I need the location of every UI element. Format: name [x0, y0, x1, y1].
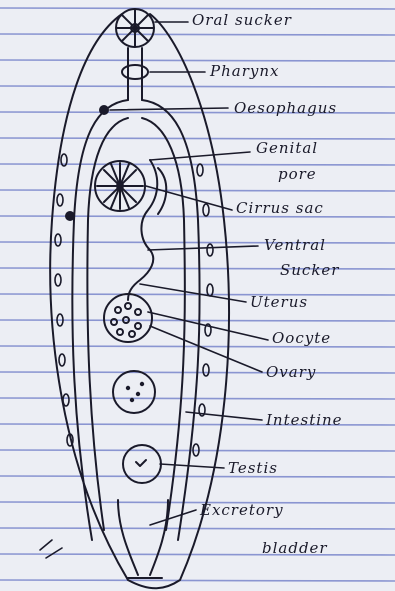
label-ventral-sucker-line2: Sucker	[280, 262, 339, 278]
uterus-shape	[128, 160, 157, 300]
label-excretory-bladder-line1: Excretory	[200, 502, 284, 518]
label-cirrus-sac: Cirrus sac	[236, 200, 324, 216]
label-genital-pore-line1: Genital	[256, 140, 318, 156]
testis-lower-shape	[123, 445, 161, 483]
label-ovary: Ovary	[266, 364, 316, 380]
label-oesophagus: Oesophagus	[234, 100, 337, 116]
oral-sucker-shape	[116, 9, 154, 47]
label-excretory-bladder-line2: bladder	[262, 540, 328, 556]
label-oocyte: Oocyte	[272, 330, 331, 346]
pharynx-shape	[122, 65, 148, 79]
label-uterus: Uterus	[250, 294, 308, 310]
ovary-shape	[104, 294, 152, 342]
excretory-bladder-shape	[118, 500, 168, 578]
label-pharynx: Pharynx	[210, 63, 279, 79]
cirrus-sac-shape	[95, 161, 145, 211]
testis-upper-shape	[113, 371, 155, 413]
label-testis: Testis	[228, 460, 278, 476]
oesophagus-shape	[128, 48, 142, 100]
label-ventral-sucker-line1: Ventral	[264, 237, 326, 253]
label-genital-pore-line2: pore	[278, 166, 317, 182]
label-oral-sucker: Oral sucker	[192, 12, 292, 28]
label-intestine: Intestine	[266, 412, 343, 428]
